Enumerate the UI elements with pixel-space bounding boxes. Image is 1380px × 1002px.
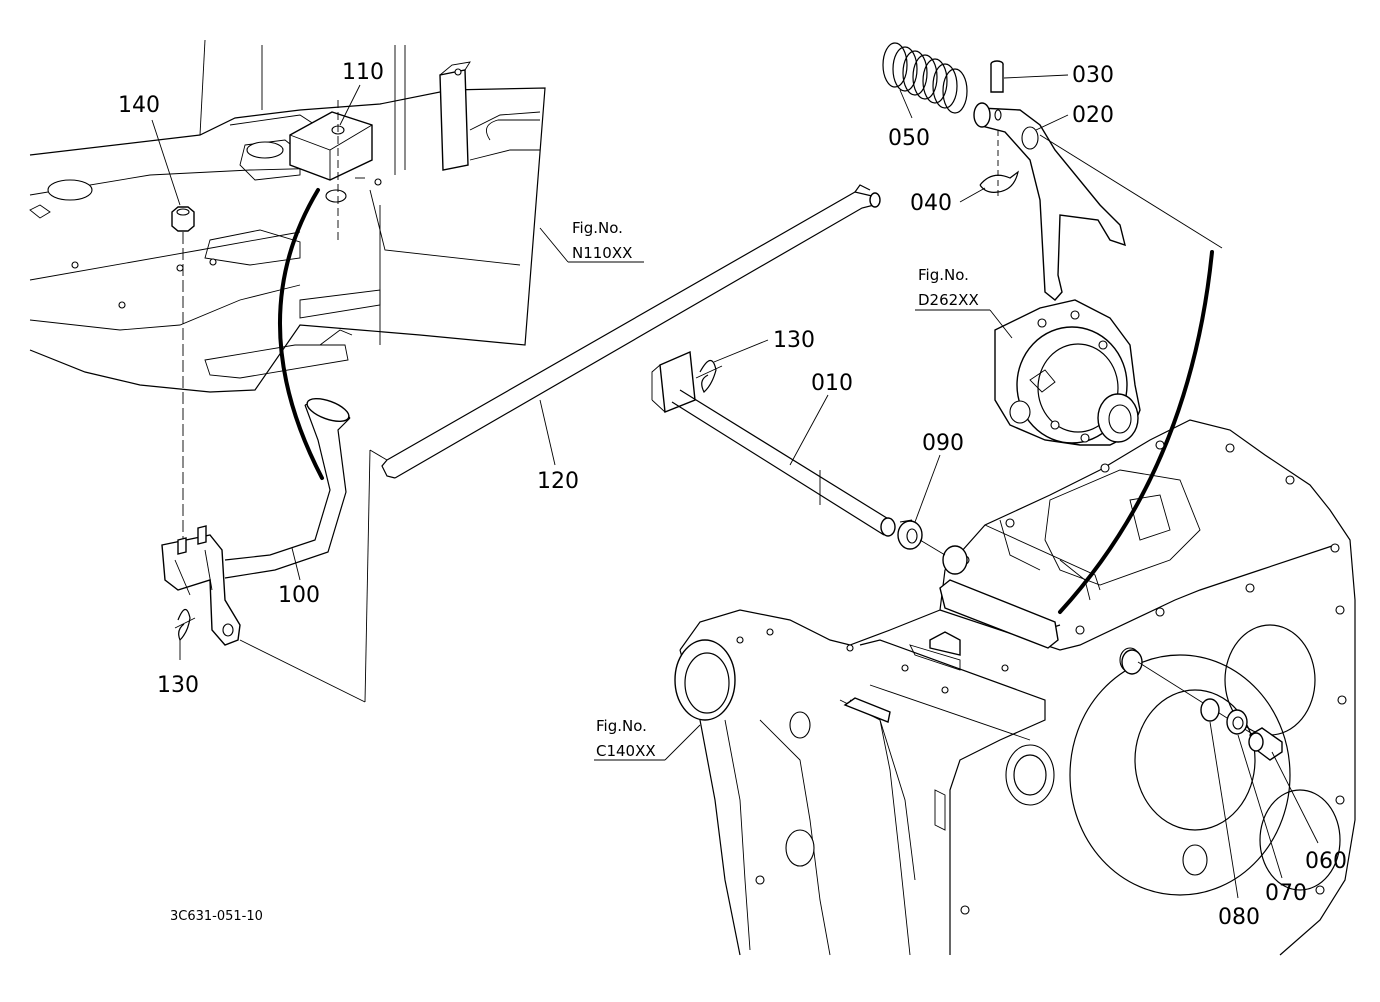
washer-090	[897, 519, 923, 550]
figref-c140-title: Fig.No.	[596, 717, 647, 735]
label-030: 030	[1072, 63, 1114, 88]
label-110: 110	[342, 60, 384, 85]
label-040: 040	[910, 191, 952, 216]
nut-140	[171, 206, 195, 545]
shaft-010	[651, 350, 896, 537]
figref-n110-title: Fig.No.	[572, 219, 623, 237]
figref-d262-title: Fig.No.	[918, 266, 969, 284]
rod-120	[381, 184, 881, 479]
routing-arrow-left	[278, 188, 324, 480]
figref-n110-code: N110XX	[572, 244, 632, 262]
spring-050	[882, 42, 968, 114]
clip-040	[979, 130, 1019, 200]
drawing-code: 3C631-051-10	[170, 909, 263, 924]
label-130-left: 130	[157, 673, 199, 698]
label-090: 090	[922, 431, 964, 456]
label-080: 080	[1218, 905, 1260, 930]
label-010: 010	[811, 371, 853, 396]
label-100: 100	[278, 583, 320, 608]
figref-c140-code: C140XX	[596, 742, 656, 760]
block-110	[289, 100, 373, 240]
label-050: 050	[888, 126, 930, 151]
ring-080	[1200, 698, 1220, 722]
routing-arrow-right	[1058, 250, 1214, 614]
plug-assembly	[1121, 649, 1283, 761]
shift-fork-020	[973, 102, 1223, 301]
frame-plate	[29, 39, 546, 393]
differential-d262	[994, 299, 1141, 446]
label-070: 070	[1265, 881, 1307, 906]
pin-030	[990, 60, 1004, 93]
label-020: 020	[1072, 103, 1114, 128]
label-120: 120	[537, 469, 579, 494]
reference-lines	[151, 74, 1319, 899]
figref-d262-code: D262XX	[918, 291, 979, 309]
transmission-case-c140	[674, 419, 1356, 956]
label-060: 060	[1305, 849, 1347, 874]
label-130-right: 130	[773, 328, 815, 353]
label-140: 140	[118, 93, 160, 118]
lever-100	[161, 397, 351, 646]
